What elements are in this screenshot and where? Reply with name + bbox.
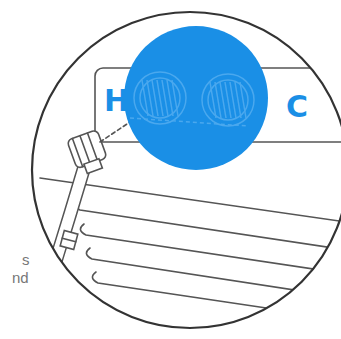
threaded-inlets <box>130 72 254 126</box>
body-groove <box>74 200 341 252</box>
hose <box>40 168 84 330</box>
thread-stroke <box>210 82 216 118</box>
cold-inlet-letter: C <box>286 92 308 122</box>
thread-stroke <box>215 82 221 118</box>
thread-stroke <box>220 82 226 118</box>
thread-stroke <box>142 80 148 116</box>
detail-circle <box>32 12 341 328</box>
hose-clamp <box>62 238 76 242</box>
thread-stroke <box>167 80 173 116</box>
cut-off-text: nd <box>12 270 29 285</box>
thread-stroke <box>225 82 231 118</box>
thread-stroke <box>147 80 153 116</box>
hose <box>40 168 84 330</box>
thread-stroke <box>152 80 158 116</box>
cut-off-text: s <box>22 252 30 267</box>
thread-stroke <box>235 82 241 118</box>
body-foot <box>320 299 332 311</box>
thread-stroke <box>162 80 168 116</box>
connection-line <box>100 122 130 142</box>
body-foot <box>315 294 337 316</box>
body-groove <box>80 224 341 276</box>
thread-stroke <box>172 80 178 116</box>
body-groove <box>86 248 341 300</box>
highlight-circle <box>124 26 268 170</box>
thread-stroke <box>240 82 246 118</box>
hose-fitting <box>67 130 110 177</box>
thread-stroke <box>230 82 236 118</box>
hot-inlet-letter: H <box>104 86 129 116</box>
hose-clamp <box>60 230 78 249</box>
thread-stroke <box>157 80 163 116</box>
